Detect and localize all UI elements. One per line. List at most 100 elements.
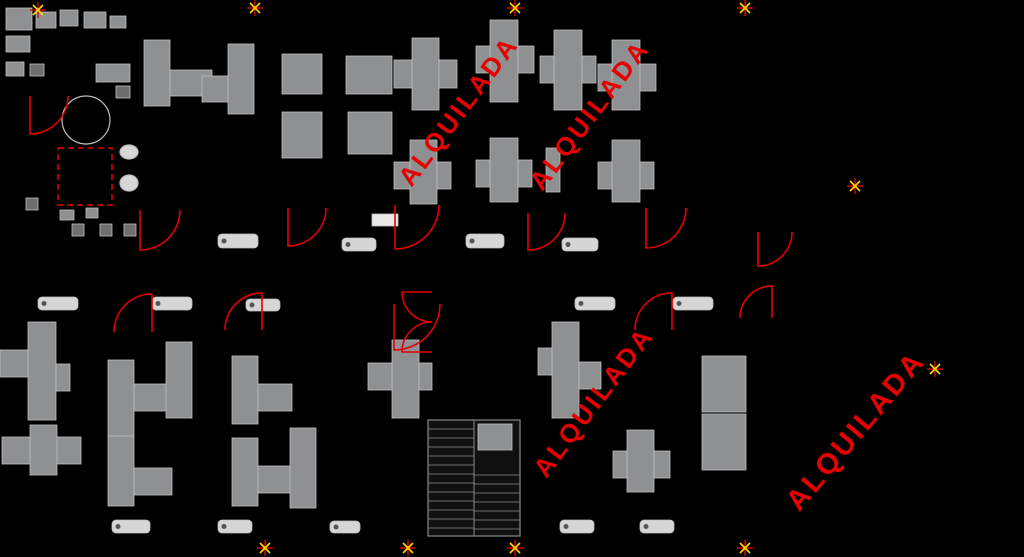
- bench-dot: [565, 242, 571, 247]
- desk-block: [639, 161, 655, 190]
- desk-block: [85, 207, 99, 219]
- door-swing-arc: [113, 293, 153, 333]
- stair-landing-box: [477, 423, 513, 451]
- survey-marker-icon: [739, 542, 751, 554]
- desk-block: [578, 361, 602, 390]
- desk-block: [133, 467, 173, 496]
- bench-dot: [155, 301, 161, 306]
- bench: [639, 519, 675, 534]
- chair: [99, 223, 113, 237]
- desk-block: [107, 359, 135, 437]
- bench-dot: [345, 242, 351, 247]
- desk-block: [553, 29, 583, 111]
- desk-block: [545, 147, 561, 193]
- desk-block: [201, 75, 229, 103]
- desk-block: [257, 383, 293, 412]
- survey-marker-icon: [259, 542, 271, 554]
- desk-block: [581, 55, 597, 84]
- bench: [561, 237, 599, 252]
- desk-block: [475, 159, 491, 188]
- chair: [115, 85, 131, 99]
- survey-marker-icon: [249, 2, 261, 14]
- round-table: [61, 95, 111, 145]
- chair: [29, 63, 45, 77]
- bench: [329, 520, 361, 534]
- desk-block: [281, 53, 323, 95]
- bench: [245, 298, 281, 312]
- round-table: [119, 144, 139, 160]
- door-swing-arc: [394, 204, 440, 250]
- desk-block: [5, 35, 31, 53]
- desk-block: [55, 363, 71, 392]
- door-swing-arc: [224, 292, 263, 331]
- door-swing-arc: [739, 285, 773, 319]
- desk-block: [107, 435, 135, 507]
- desk-block: [517, 45, 535, 74]
- desk-block: [59, 9, 79, 27]
- chair: [25, 197, 39, 211]
- chair: [123, 223, 137, 237]
- desk-block: [517, 159, 533, 188]
- survey-marker-icon: [849, 180, 861, 192]
- door-swing-arc: [29, 95, 69, 135]
- desk-block: [611, 39, 641, 111]
- bench-dot: [676, 301, 682, 306]
- bench: [111, 519, 151, 534]
- desk-block: [289, 427, 317, 509]
- desk-block: [231, 437, 259, 507]
- bench: [341, 237, 377, 252]
- desk-block: [436, 161, 452, 190]
- survey-marker-icon: [509, 2, 521, 14]
- door-swing-arc: [527, 212, 566, 251]
- desk-block: [95, 63, 131, 83]
- desk-block: [393, 161, 411, 190]
- bench-dot: [41, 301, 47, 306]
- bench: [672, 296, 714, 311]
- bench-dot: [578, 301, 584, 306]
- desk-block: [391, 339, 420, 419]
- bench: [217, 233, 259, 249]
- chair: [71, 223, 85, 237]
- desk-block: [537, 347, 553, 376]
- bench: [574, 296, 616, 311]
- desk-block: [281, 111, 323, 159]
- bench: [217, 519, 253, 534]
- bench-dot: [221, 238, 227, 244]
- door-swing-arc: [757, 231, 793, 267]
- desk-block: [257, 465, 293, 494]
- desk-block: [597, 161, 613, 190]
- door-swing-arc: [645, 207, 687, 249]
- counter-item: [371, 213, 399, 227]
- bench: [465, 233, 505, 249]
- desk-block: [475, 45, 491, 74]
- desk-block: [5, 7, 33, 31]
- desk-block: [411, 37, 440, 111]
- desk-block: [35, 11, 57, 29]
- desk-block: [653, 450, 671, 479]
- desk-block: [5, 61, 25, 77]
- desk-block: [367, 362, 393, 391]
- desk-block: [409, 139, 438, 205]
- desk-block: [345, 55, 393, 95]
- survey-marker-icon: [929, 363, 941, 375]
- round-table: [119, 174, 139, 192]
- dashed-zone: [57, 147, 113, 206]
- desk-block: [227, 43, 255, 115]
- desk-block: [109, 15, 127, 29]
- door-swing-arc: [634, 292, 673, 331]
- desk-block: [626, 429, 655, 493]
- bench: [37, 296, 79, 311]
- desk-block: [29, 424, 58, 476]
- survey-marker-icon: [509, 542, 521, 554]
- door-swing-arc: [393, 303, 441, 351]
- bench-dot: [115, 524, 121, 529]
- desk-block: [489, 137, 519, 203]
- desk-block: [611, 139, 641, 203]
- door-swing-arc: [401, 321, 433, 353]
- desk-block: [27, 321, 57, 421]
- bench-dot: [249, 302, 255, 308]
- desk-block: [418, 362, 433, 391]
- desk-block: [1, 436, 31, 465]
